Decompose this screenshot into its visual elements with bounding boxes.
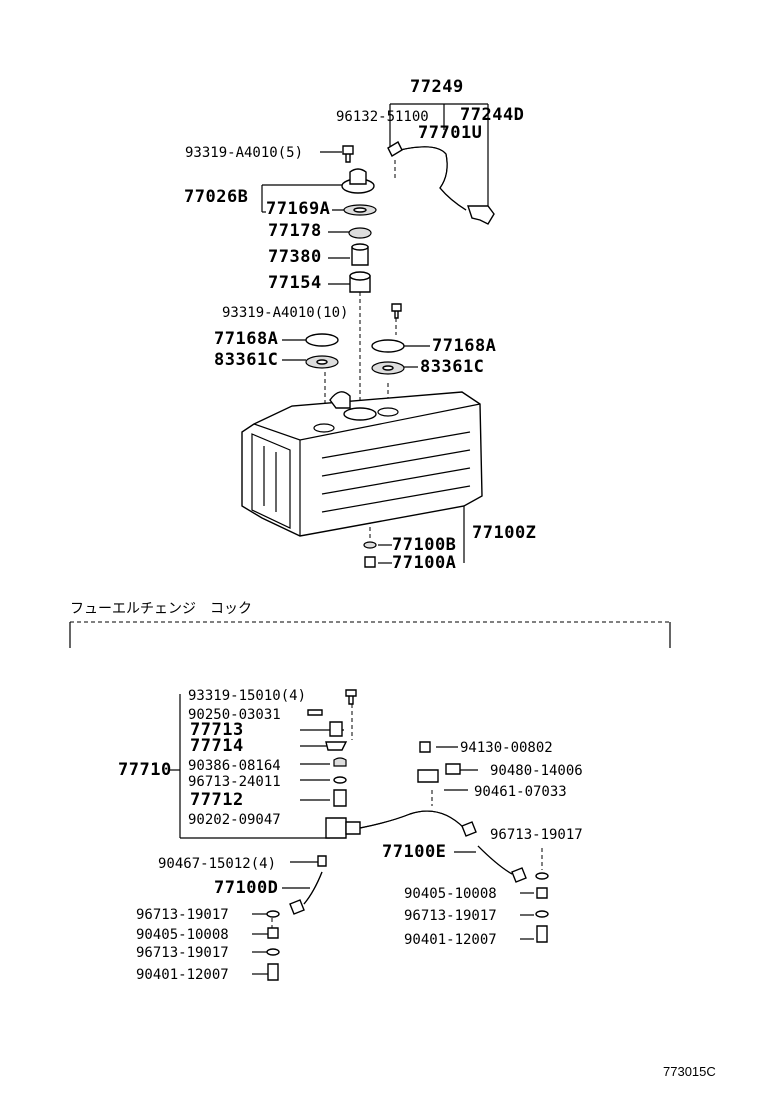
label-96713-19017-l2: 96713-19017 (136, 945, 229, 961)
label-77026b: 77026B (184, 187, 249, 207)
label-90401-12007-r: 90401-12007 (404, 932, 497, 948)
label-93319-15010: 93319-15010(4) (188, 688, 307, 704)
drain-washer-77100b-icon (363, 541, 377, 549)
body-90202-icon (325, 817, 347, 839)
label-96713-19017-r2: 96713-19017 (404, 908, 497, 924)
label-77100a: 77100A (392, 553, 457, 573)
label-90401-12007-l: 90401-12007 (136, 967, 229, 983)
union-90405-l-icon (267, 927, 279, 939)
label-77713: 77713 (190, 720, 244, 740)
section-frame (69, 621, 671, 648)
label-77154: 77154 (268, 273, 322, 293)
label-96713-24011: 96713-24011 (188, 774, 281, 790)
label-96713-19017-l1: 96713-19017 (136, 907, 229, 923)
label-77380: 77380 (268, 247, 322, 267)
bolt-90480-icon (445, 763, 461, 775)
label-90250-03031: 90250-03031 (188, 707, 281, 723)
spring-90386-icon (333, 757, 347, 767)
section-title: フューエルチェンジ コック (70, 601, 252, 617)
screw-93319-5-icon (342, 145, 354, 163)
clamp-90461-icon (417, 769, 439, 783)
washer-96713-19017-l2-icon (266, 948, 280, 956)
screw-93319-10-icon (391, 303, 402, 319)
label-77712: 77712 (190, 790, 244, 810)
plate-77168a-right-icon (371, 339, 405, 353)
label-77168a-left: 77168A (214, 329, 279, 349)
figure-code: 773015C (663, 1064, 716, 1079)
label-77710: 77710 (118, 760, 172, 780)
label-90467-15012: 90467-15012(4) (158, 856, 277, 872)
bolt-90401-r-icon (536, 925, 548, 943)
label-77249: 77249 (410, 77, 464, 97)
label-94130-00802: 94130-00802 (460, 740, 553, 756)
sender-gauge-parts (305, 141, 495, 375)
label-77701u: 77701U (418, 123, 483, 143)
lower-leader-lines (168, 694, 543, 975)
label-90202-09047: 90202-09047 (188, 812, 281, 828)
label-90480-14006: 90480-14006 (490, 763, 583, 779)
label-77244d: 77244D (460, 105, 525, 125)
label-77168a-right: 77168A (432, 336, 497, 356)
label-83361c-left: 83361C (214, 350, 279, 370)
washer-96713-19017-r2-icon (535, 910, 549, 918)
nut-94130-icon (419, 741, 431, 753)
label-96132-51100: 96132-51100 (336, 109, 429, 125)
label-77100b: 77100B (392, 535, 457, 555)
label-93319-a4010-5: 93319-A4010(5) (185, 145, 304, 161)
label-83361c-right: 83361C (420, 357, 485, 377)
label-77714: 77714 (190, 736, 244, 756)
lever-77713-icon (329, 721, 343, 737)
cap-77178-icon (348, 227, 372, 239)
label-90386-08164: 90386-08164 (188, 758, 281, 774)
plate-77168a-left-icon (305, 333, 339, 347)
union-90405-r-icon (536, 887, 548, 899)
label-77178: 77178 (268, 221, 322, 241)
label-90405-10008-r: 90405-10008 (404, 886, 497, 902)
label-77169a: 77169A (266, 199, 331, 219)
bolt-90401-l-icon (267, 963, 279, 981)
label-90405-10008-l: 90405-10008 (136, 927, 229, 943)
drain-plug-77100a-icon (364, 556, 376, 568)
label-77100e: 77100E (382, 842, 447, 862)
fuel-change-cock-parts (266, 689, 549, 981)
valve-77712-icon (333, 789, 347, 807)
fuel-tank (241, 391, 483, 568)
hose-77701u-icon (399, 146, 467, 211)
label-77100d: 77100D (214, 878, 279, 898)
o-ring-96713-24011-icon (333, 776, 347, 784)
bracket-77244d-icon (467, 205, 495, 225)
pin-90250-icon (307, 709, 323, 716)
label-90461-07033: 90461-07033 (474, 784, 567, 800)
label-93319-a4010-10: 93319-A4010(10) (222, 305, 349, 321)
label-96713-19017-r1: 96713-19017 (490, 827, 583, 843)
washer-96713-19017-r1-icon (535, 872, 549, 880)
screw-90467-icon (317, 855, 327, 867)
label-77100z: 77100Z (472, 523, 537, 543)
screw-93319-15010-icon (345, 689, 357, 705)
plate-77714-icon (325, 741, 348, 751)
washer-96713-19017-l1-icon (266, 910, 280, 918)
